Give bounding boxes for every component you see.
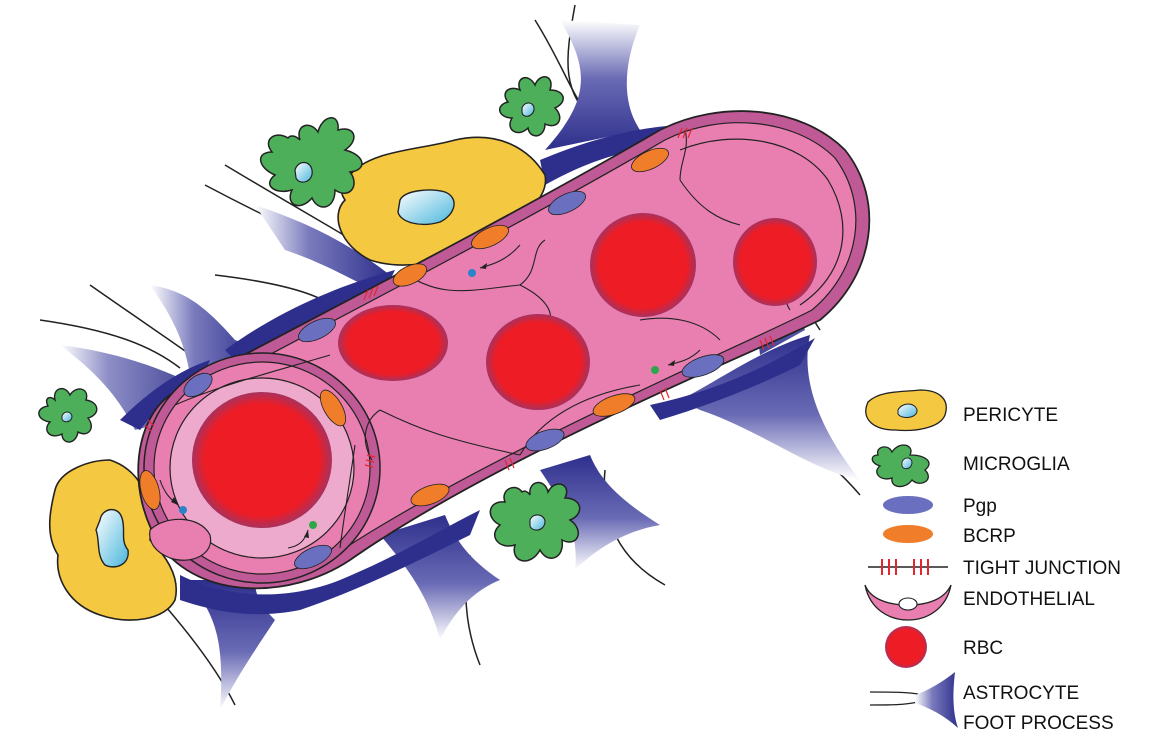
microglia-cell	[261, 118, 362, 207]
legend-pgp-icon	[883, 496, 933, 514]
legend-label-pericyte: PERICYTE	[963, 405, 1058, 426]
astrocyte-foot	[545, 20, 640, 150]
legend-label-microglia: MICROGLIA	[963, 454, 1070, 475]
microglia-nucleus	[295, 163, 312, 183]
rbc	[733, 218, 817, 306]
microglia-nucleus	[530, 515, 545, 530]
microglia-top-left	[261, 118, 362, 207]
legend-endothelial-nucleus-icon	[899, 598, 917, 610]
microglia-left	[39, 389, 97, 442]
microglia-bottom	[490, 483, 579, 561]
legend-rbc-icon	[885, 626, 927, 668]
legend-label-bcrp: BCRP	[963, 526, 1016, 547]
legend-label-astrocyte-line1: ASTROCYTE	[963, 683, 1079, 704]
legend-label-pgp: Pgp	[963, 496, 997, 517]
microglia-nucleus	[62, 412, 72, 422]
legend-label-rbc: RBC	[963, 638, 1003, 659]
substrate-dot-blue	[468, 269, 476, 277]
microglia-nucleus	[522, 103, 534, 116]
substrate-dot-blue	[179, 506, 187, 514]
rbc	[192, 392, 332, 528]
legend-microglia-nucleus-icon	[902, 458, 912, 469]
legend-tight-junction-icon	[868, 559, 948, 575]
legend: PERICYTE MICROGLIA Pgp BCRP TIGHT JUNCTI…	[865, 390, 1121, 734]
substrate-dot-green	[309, 521, 317, 529]
legend-label-astrocyte-line2: FOOT PROCESS	[963, 713, 1114, 734]
legend-label-endothelial: ENDOTHELIAL	[963, 589, 1095, 610]
pericyte-nucleus	[398, 190, 454, 224]
rbc	[486, 314, 590, 410]
legend-pericyte-nucleus-icon	[898, 404, 917, 417]
legend-bcrp-icon	[883, 525, 933, 543]
rbc	[590, 213, 696, 317]
legend-microglia-icon	[872, 445, 929, 487]
microglia-top-right	[500, 77, 564, 136]
legend-astrocyte-foot-icon	[915, 672, 958, 728]
legend-label-tight-junction: TIGHT JUNCTION	[963, 558, 1121, 579]
legend-astrocyte-line	[870, 692, 918, 694]
legend-astrocyte-line	[870, 702, 918, 705]
substrate-dot-green	[651, 366, 659, 374]
rbc	[338, 305, 448, 381]
